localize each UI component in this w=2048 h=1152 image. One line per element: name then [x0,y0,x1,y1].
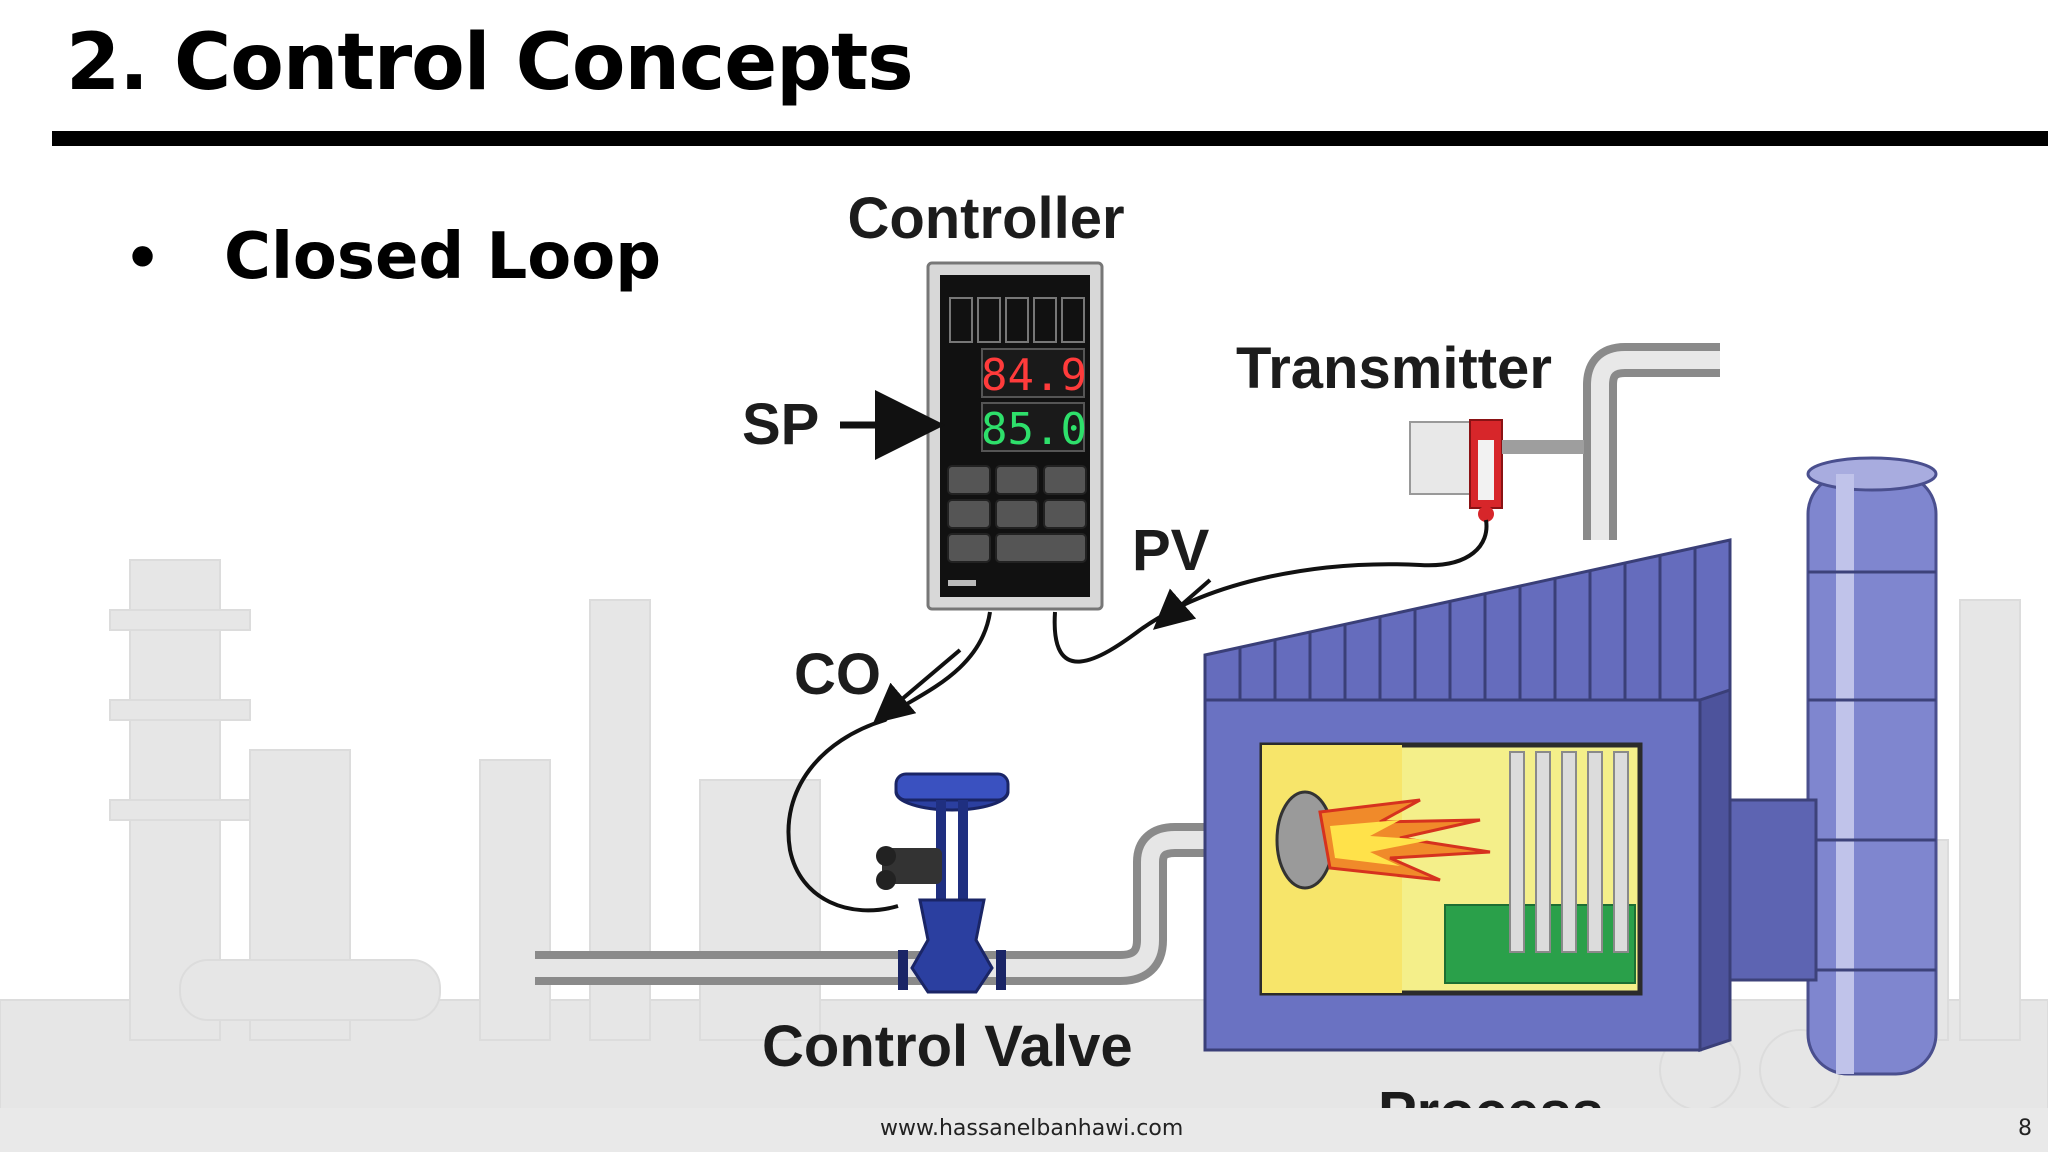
feed-pipe [535,823,1215,985]
signal-lines [786,390,1489,913]
slide-title: 2. Control Concepts [66,18,914,108]
bullet-item: • Closed Loop [124,220,661,294]
control-valve-device [876,772,1010,994]
transmitter-label: Transmitter [1236,336,1552,401]
footer-website: www.hassanelbanhawi.com [880,1116,1184,1141]
footer-bar [0,1108,2048,1152]
pv-arrow [1152,578,1212,630]
furnace [1203,538,1732,1053]
pv-readout: 84.9 [981,350,1087,401]
pv-label: PV [1132,518,1210,583]
bullet-text: Closed Loop [224,220,661,294]
refinery-background [0,559,2048,1110]
page-number: 8 [2018,1116,2032,1141]
transmitter-device [1409,419,1584,522]
chimney-stack [1704,456,1938,1076]
controller-label: Controller [847,186,1124,251]
pv-signal-line [1052,519,1489,664]
stack-pipe [1583,343,1720,540]
control-valve-label: Control Valve [762,1014,1133,1079]
co-signal-line [786,611,992,913]
title-underline [52,131,2048,146]
co-arrow [872,648,962,724]
co-label: CO [794,642,881,707]
sp-label: SP [742,392,819,457]
sp-readout: 85.0 [981,404,1087,455]
process-label: Process [1378,1080,1604,1110]
bullet-icon: • [124,224,162,292]
closed-loop-diagram: 84.9 85.0 Controller SP Transmitter PV C… [0,186,2048,1110]
controller-device: 84.9 85.0 [926,261,1104,611]
